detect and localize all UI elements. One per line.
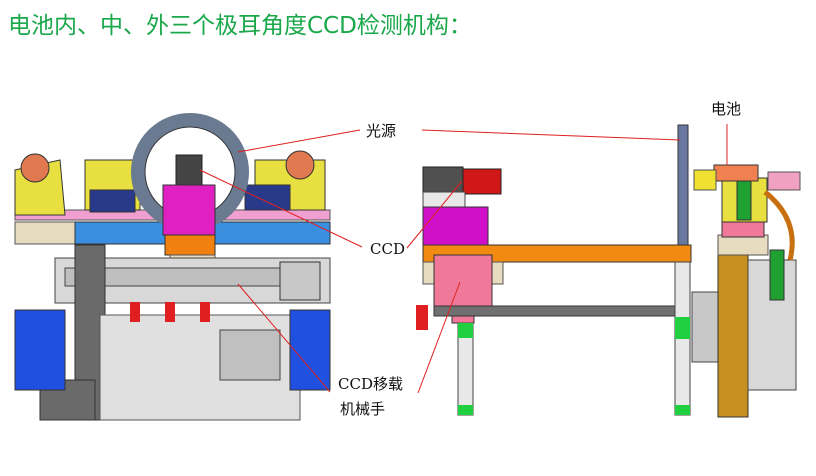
yellow-tab (693, 169, 717, 191)
ccd-magenta-block (422, 206, 489, 246)
callout-arrows (199, 124, 728, 394)
light-source-panel (677, 124, 689, 246)
ccd-mount-magenta (162, 184, 216, 236)
red-clamp (165, 302, 175, 322)
roller (20, 153, 50, 183)
lens (462, 168, 502, 195)
blue-frame-left (14, 309, 66, 391)
servo-motor (433, 254, 493, 314)
motor-block (279, 261, 321, 301)
left-leg-foot (458, 405, 473, 415)
cylinder (691, 291, 721, 363)
blue-frame-right (289, 309, 331, 391)
camera-body (175, 154, 203, 186)
label-ccd-transfer-2: 机械手 (340, 400, 386, 418)
front-view (14, 113, 331, 421)
battery (713, 164, 759, 182)
left-leg-top (458, 323, 473, 338)
orange-cable (763, 190, 795, 261)
roller (285, 150, 315, 180)
gray-mid-block (219, 329, 281, 381)
right-leg-green (675, 317, 690, 339)
brown-column (717, 251, 749, 418)
red-sensor (416, 305, 428, 330)
label-battery: 电池 (711, 100, 742, 118)
slide-title: 电池内、中、外三个极耳角度CCD检测机构： (8, 13, 472, 39)
arrow-ccd-right (406, 180, 463, 249)
arrow-light-left (237, 129, 361, 153)
beige-block (717, 234, 769, 256)
arrow-transfer-right (417, 281, 461, 394)
navy-block (244, 184, 291, 211)
pink-bar (767, 171, 801, 191)
orange-plate (164, 234, 216, 256)
arrow-ccd-left (199, 169, 363, 248)
label-ccd-transfer-1: CCD移载 (338, 375, 403, 393)
camera-body (422, 166, 464, 193)
arrow-light-right (421, 129, 681, 141)
red-clamp (130, 302, 140, 322)
red-clamp (200, 302, 210, 322)
camera-mount (422, 191, 466, 208)
navy-block (89, 189, 136, 213)
label-ccd: CCD (370, 240, 405, 258)
side-view (416, 124, 801, 418)
green-part (769, 249, 785, 301)
label-light-source: 光源 (366, 122, 397, 140)
pink-holder (721, 221, 765, 238)
right-leg-foot (675, 405, 690, 415)
arrow-transfer-left (237, 283, 331, 393)
gray-crossbar (433, 305, 691, 317)
